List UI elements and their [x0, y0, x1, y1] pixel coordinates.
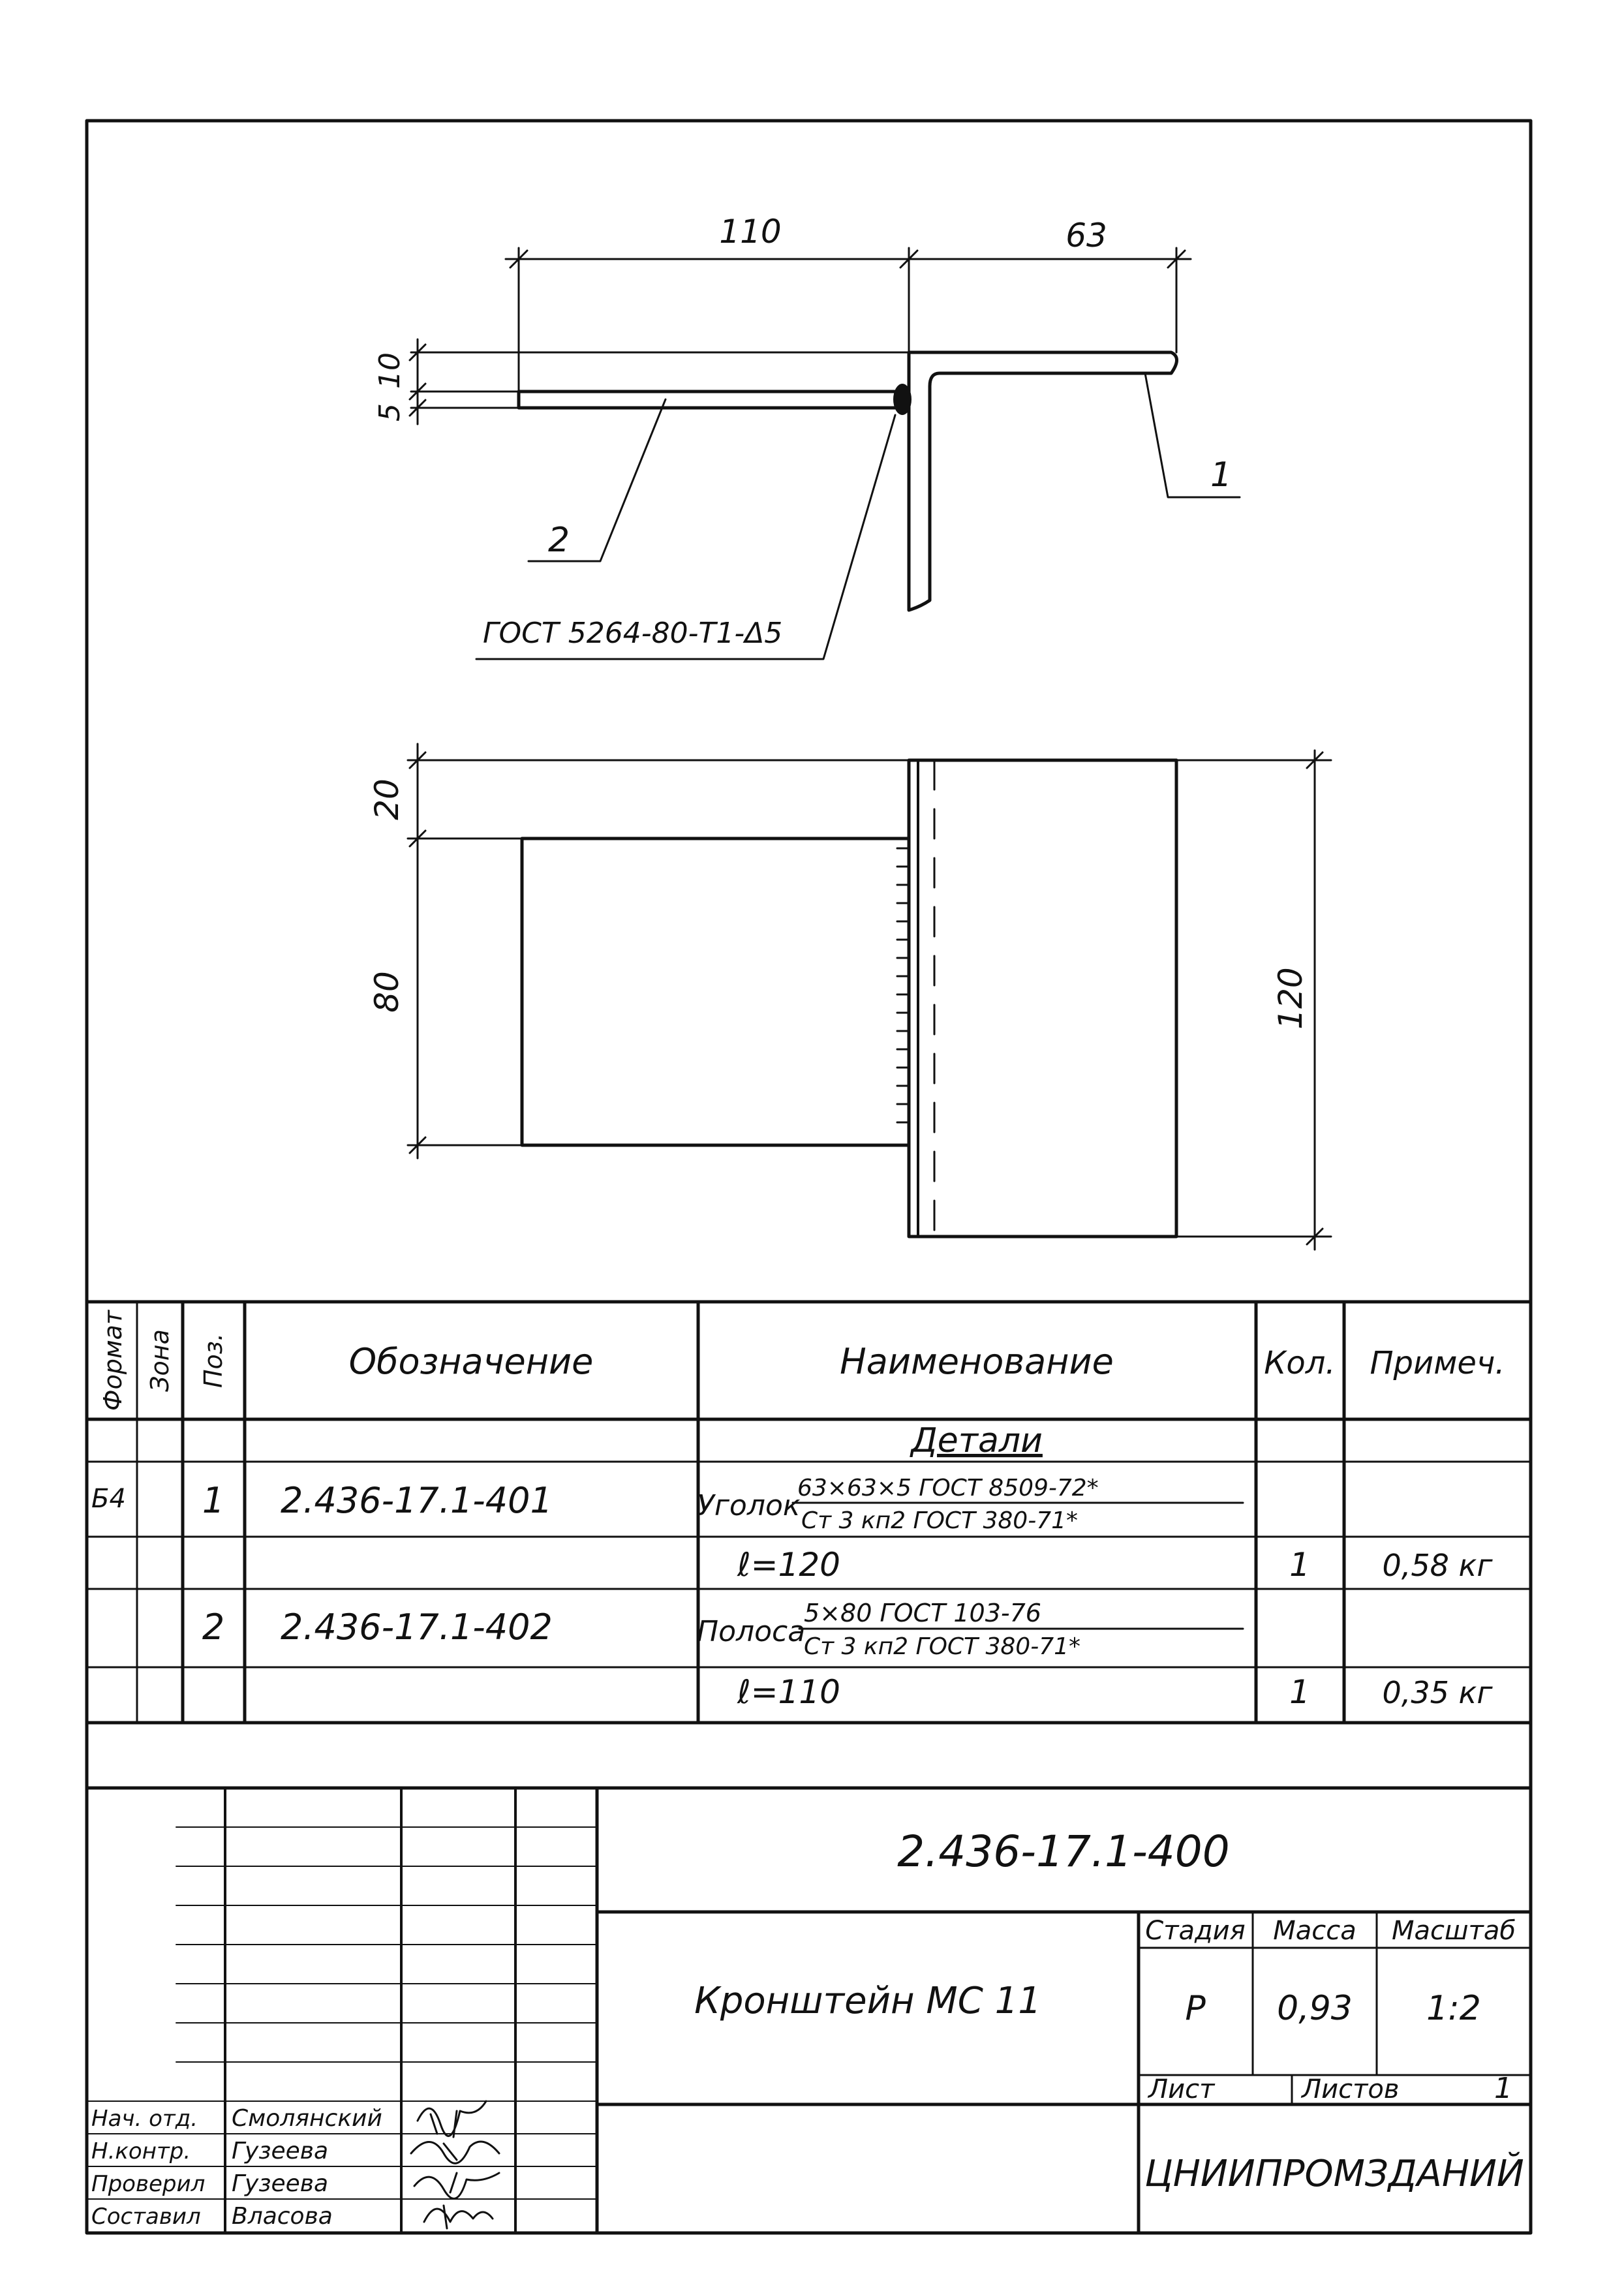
row2-name-bottom: Ст 3 кп2 ГОСТ 380-71*: [804, 1633, 1080, 1660]
section-details: Детали: [910, 1421, 1043, 1460]
dim-5: 5: [373, 403, 406, 422]
row1-name-top: 63×63×5 ГОСТ 8509-72*: [797, 1475, 1099, 1501]
header-pos: Поз.: [199, 1333, 228, 1388]
row2-designation: 2.436-17.1-402: [281, 1607, 553, 1648]
scale-value: 1:2: [1426, 1989, 1481, 2028]
name-1: Смолянский: [232, 2105, 382, 2132]
header-zone: Зона: [146, 1329, 174, 1392]
row2-name-top: 5×80 ГОСТ 103-76: [804, 1599, 1041, 1627]
dim-20: 20: [368, 778, 406, 820]
organization: ЦНИИПРОМЗДАНИЙ: [1144, 2153, 1524, 2195]
name-4: Власова: [232, 2203, 333, 2230]
sheets-count: 1: [1494, 2072, 1512, 2105]
row2-pos: 2: [202, 1607, 224, 1648]
plan-view: 20 80 120: [368, 743, 1332, 1251]
role-3: Проверил: [91, 2171, 205, 2197]
weld-designation: ГОСТ 5264-80-Т1-Δ5: [483, 617, 782, 650]
doc-number: 2.436-17.1-400: [897, 1826, 1230, 1877]
row1-designation: 2.436-17.1-401: [281, 1480, 553, 1521]
section-view: 110 63 10 5 1 2 ГОСТ 5264-80-Т1-Δ5: [373, 213, 1241, 660]
row2-length: ℓ=110: [737, 1673, 840, 1711]
name-3: Гузеева: [232, 2170, 328, 2197]
sheets-label: Листов: [1300, 2074, 1399, 2104]
row2-qty: 1: [1289, 1673, 1310, 1711]
strip-plan: [520, 837, 911, 1147]
angle-leg-plan: [907, 758, 1178, 1239]
row1-pos: 1: [202, 1480, 224, 1521]
spec-table: Формат Зона Поз. Обозначение Наименовани…: [85, 1300, 1533, 1725]
row1-qty: 1: [1289, 1546, 1310, 1584]
angle-horizontal-leg: [907, 350, 1178, 612]
weld-bead: [893, 384, 912, 415]
dim-120: 120: [1272, 967, 1310, 1029]
row1-name-prefix: Уголок: [697, 1489, 801, 1522]
leader-pos-2: 2: [548, 521, 570, 560]
mass-label: Масса: [1273, 1916, 1356, 1946]
row1-length: ℓ=120: [737, 1546, 840, 1584]
dim-10: 10: [373, 352, 406, 389]
sheet-label: Лист: [1147, 2074, 1216, 2104]
signatures: [410, 2100, 500, 2230]
header-qty: Кол.: [1264, 1345, 1335, 1381]
drawing-title: Кронштейн МС 11: [694, 1980, 1041, 2022]
dim-63: 63: [1065, 217, 1107, 254]
stage-label: Стадия: [1145, 1916, 1245, 1946]
scale-label: Масштаб: [1392, 1916, 1516, 1946]
stage-value: Р: [1185, 1989, 1206, 2028]
row1-format: Б4: [91, 1484, 126, 1514]
title-block: 2.436-17.1-400 Кронштейн МС 11 Стадия Ма…: [85, 1786, 1533, 2235]
role-1: Нач. отд.: [91, 2106, 198, 2132]
header-note: Примеч.: [1370, 1345, 1505, 1381]
header-format: Формат: [99, 1309, 127, 1411]
mass-value: 0,93: [1277, 1989, 1353, 2028]
row1-name-bottom: Ст 3 кп2 ГОСТ 380-71*: [801, 1507, 1078, 1534]
row2-note: 0,35 кг: [1383, 1675, 1494, 1710]
row1-note: 0,58 кг: [1383, 1548, 1494, 1583]
dim-80: 80: [368, 971, 406, 1013]
leader-pos-1: 1: [1210, 455, 1232, 495]
sheet-frame: [85, 119, 1533, 2235]
strip-plate: [517, 390, 911, 410]
name-2: Гузеева: [232, 2138, 328, 2164]
row2-name-prefix: Полоса: [697, 1615, 805, 1648]
role-2: Н.контр.: [91, 2138, 191, 2164]
header-name: Наименование: [840, 1341, 1114, 1382]
dim-110: 110: [719, 213, 781, 251]
role-4: Составил: [91, 2204, 201, 2230]
header-designation: Обозначение: [349, 1341, 594, 1382]
